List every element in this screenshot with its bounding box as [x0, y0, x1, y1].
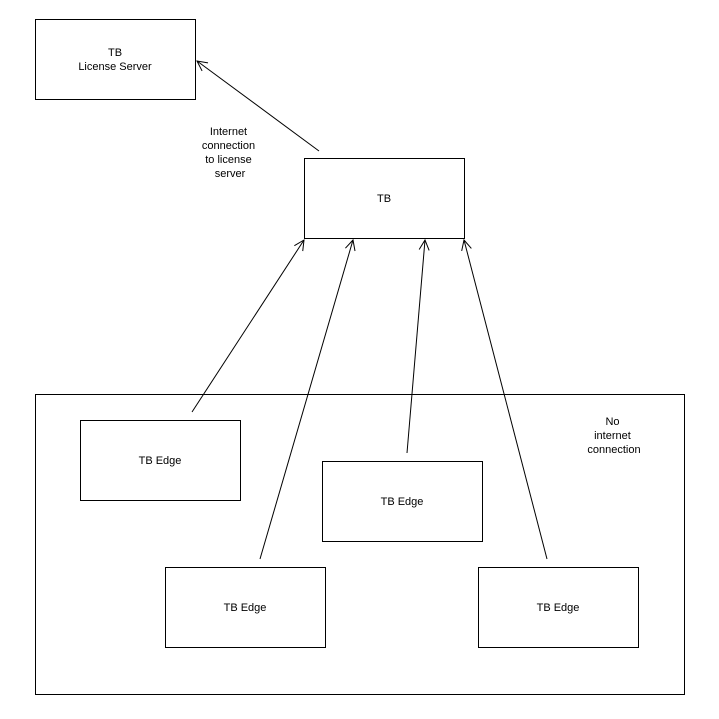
arrow-edge3-to-tb — [259, 240, 353, 560]
license-server-node: TB License Server — [35, 19, 196, 100]
license-server-title: TB — [108, 47, 122, 59]
tb-edge-node-4: TB Edge — [478, 567, 639, 648]
tb-edge-node-3: TB Edge — [165, 567, 326, 648]
arrow-edge1-to-tb — [191, 240, 304, 413]
tb-hub-node: TB — [304, 158, 465, 239]
tb-edge-label-4: TB Edge — [537, 602, 580, 614]
tb-edge-label-1: TB Edge — [139, 455, 182, 467]
tb-edge-box-2 — [322, 461, 483, 542]
license-server-subtitle: License Server — [78, 61, 152, 73]
tb-edge-label-2: TB Edge — [381, 496, 424, 508]
tb-edge-box-4 — [478, 567, 639, 648]
no-internet-region — [35, 394, 685, 695]
arrow-edge4-to-tb — [464, 240, 548, 560]
tb-edge-box-3 — [165, 567, 326, 648]
tb-edge-node-2: TB Edge — [322, 461, 483, 542]
tb-edge-node-1: TB Edge — [80, 420, 241, 501]
arrow-tb-to-license-server — [197, 61, 320, 152]
no-internet-label: No internet connection — [587, 416, 640, 456]
internet-connection-label: Internet connection to license server — [202, 126, 258, 180]
license-server-box — [35, 19, 196, 100]
tb-hub-label: TB — [377, 193, 391, 205]
tb-edge-box-1 — [80, 420, 241, 501]
tb-hub-box — [304, 158, 465, 239]
tb-edge-label-3: TB Edge — [224, 602, 267, 614]
arrow-edge2-to-tb — [406, 240, 425, 454]
